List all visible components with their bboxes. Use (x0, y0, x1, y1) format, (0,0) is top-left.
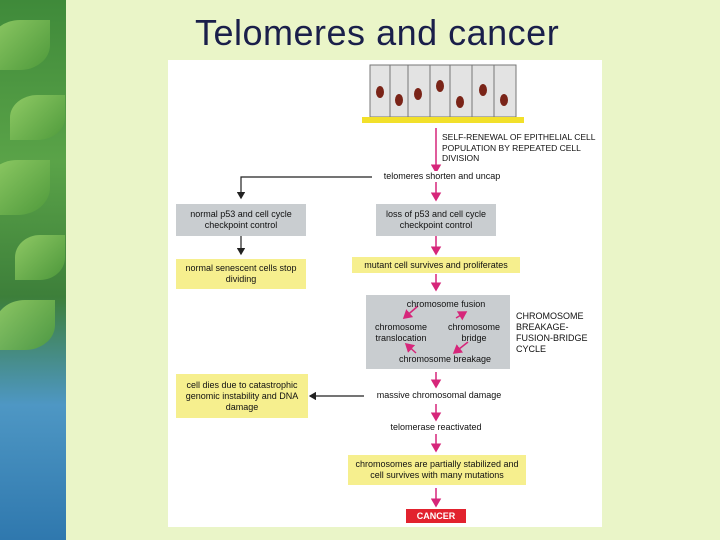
massive-damage-label: massive chromosomal damage (376, 390, 502, 400)
cell-dies-box: cell dies due to catastrophic genomic in… (176, 374, 308, 418)
chromosome-fusion-label: chromosome fusion (406, 299, 486, 309)
cancer-box: CANCER (406, 509, 466, 523)
telomeres-shorten-label: telomeres shorten and uncap (372, 171, 512, 182)
diagram-graphics (236, 64, 524, 508)
epithelial-cells-illustration (362, 64, 524, 123)
normal-p53-box: normal p53 and cell cycle checkpoint con… (176, 204, 306, 236)
decorative-leaf-strip (0, 0, 66, 540)
loss-p53-box: loss of p53 and cell cycle checkpoint co… (376, 204, 496, 236)
chromosome-translocation-label: chromosome translocation (374, 322, 428, 343)
leaf-decoration (0, 160, 50, 215)
leaf-decoration (10, 95, 65, 140)
leaf-decoration (0, 300, 55, 350)
self-renewal-label: SELF-RENEWAL OF EPITHELIAL CELL POPULATI… (442, 132, 596, 163)
chromosome-bridge-label: chromosome bridge (447, 322, 501, 343)
partially-stabilized-box: chromosomes are partially stabilized and… (348, 455, 526, 485)
bfb-cycle-label: CHROMOSOME BREAKAGE-FUSION-BRIDGE CYCLE (516, 311, 588, 354)
chromosome-breakage-label: chromosome breakage (398, 354, 492, 364)
telomere-cancer-diagram: SELF-RENEWAL OF EPITHELIAL CELL POPULATI… (168, 60, 602, 527)
mutant-survives-box: mutant cell survives and proliferates (352, 257, 520, 273)
leaf-decoration (15, 235, 65, 280)
slide-title: Telomeres and cancer (195, 12, 560, 53)
normal-senescent-box: normal senescent cells stop dividing (176, 259, 306, 289)
telomerase-label: telomerase reactivated (390, 422, 482, 432)
leaf-decoration (0, 20, 50, 70)
